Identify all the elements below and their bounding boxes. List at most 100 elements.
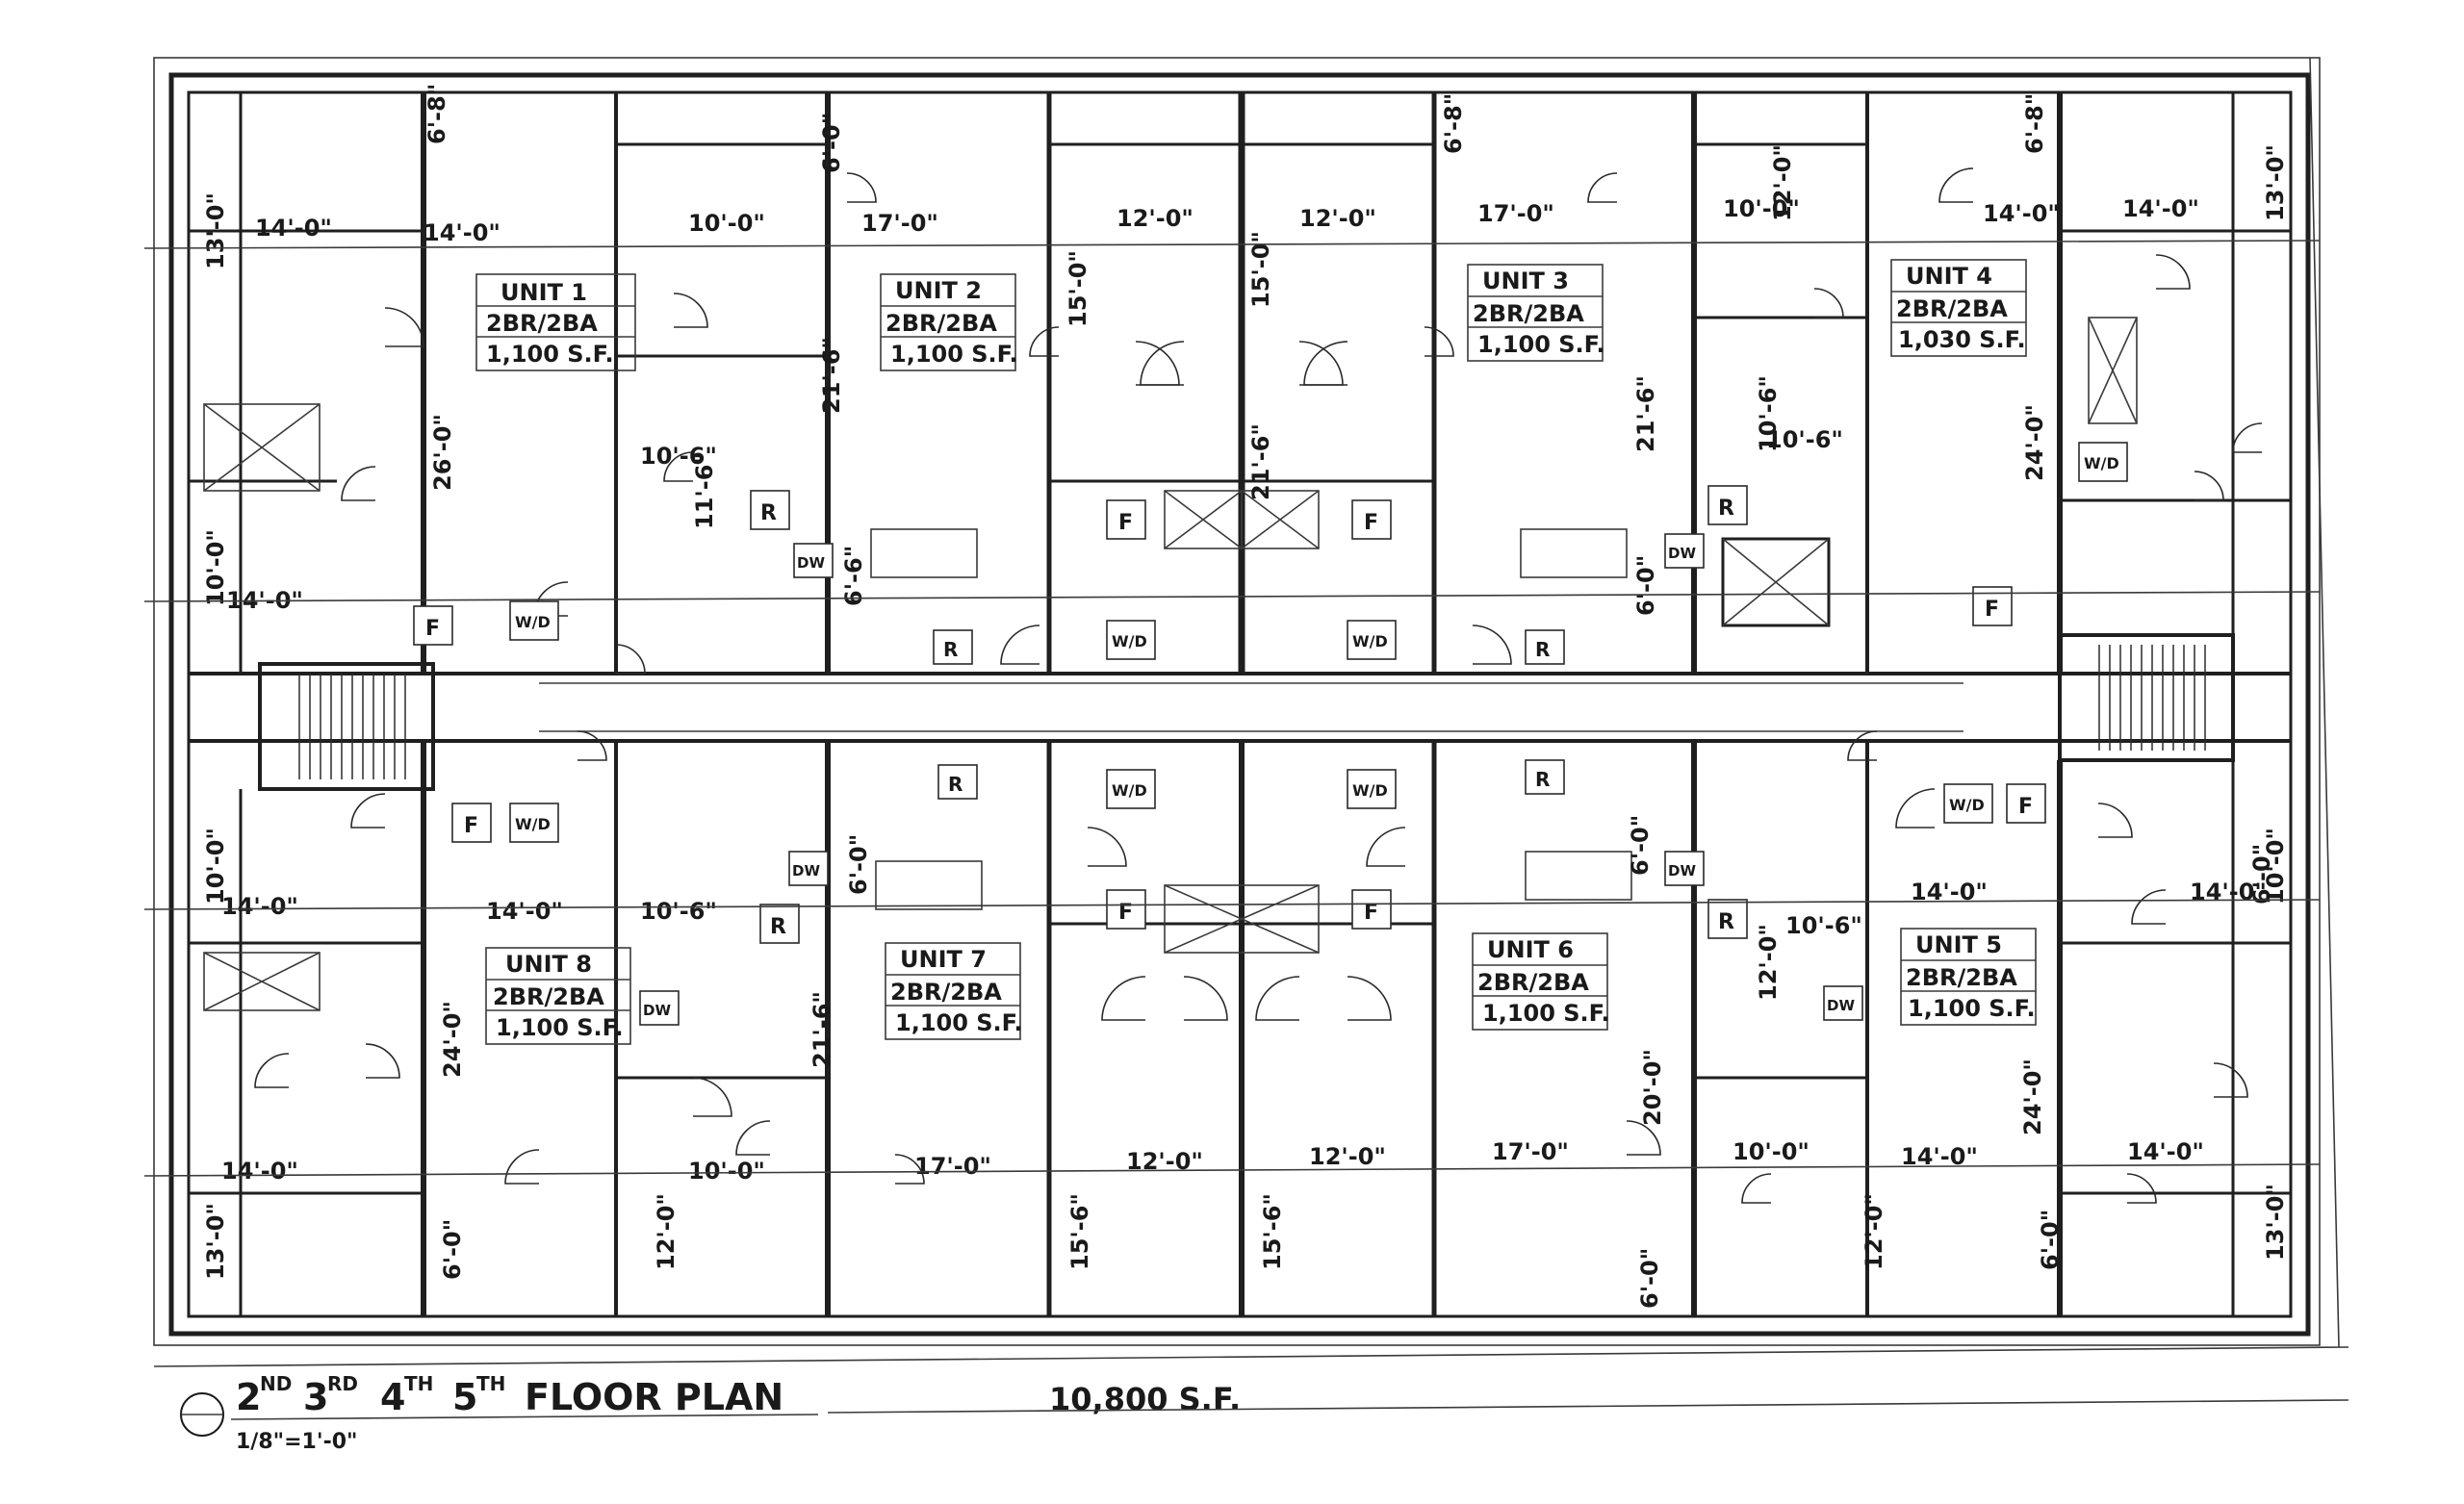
plan-area: 10,800 S.F. (1049, 1381, 1241, 1417)
dim-label: 15'-6" (1066, 1193, 1093, 1270)
dim-label: 21'-6" (1247, 423, 1274, 500)
unit-name: UNIT 8 (505, 951, 592, 978)
dim-label: 13'-0" (2262, 144, 2289, 221)
unit-label-6: UNIT 6 2BR/2BA 1,100 S.F. (1472, 932, 1610, 1031)
door-swing (2126, 1173, 2157, 1204)
dim-label: 14'-0" (486, 898, 563, 925)
dim-label: 15'-6" (1259, 1193, 1286, 1270)
door-swing (1626, 1120, 1661, 1156)
door-swing (615, 644, 646, 675)
dim-label: 17'-0" (861, 210, 938, 237)
fixture-r: R (750, 490, 790, 530)
svg-text:DW: DW (1827, 997, 1855, 1014)
fixture-f: F (1106, 499, 1146, 540)
dimensions-top: 14'-0" 14'-0" 10'-0" 17'-0" 12'-0" 12'-0… (226, 195, 2199, 614)
plan-title-part: 5 (452, 1376, 477, 1418)
unit-name: UNIT 5 (1915, 931, 2002, 958)
door-swing (365, 1043, 400, 1079)
dim-label: 10'-0" (1723, 195, 1800, 222)
fixture-wd: W/D (509, 803, 559, 843)
dim-label: 14'-0" (2127, 1138, 2204, 1165)
unit-name: UNIT 1 (500, 279, 587, 306)
dim-label: 6'-0" (1632, 555, 1659, 616)
dim-label: 6'-8" (1440, 93, 1467, 154)
dim-label: 10'-0" (688, 210, 765, 237)
door-swing (2213, 1062, 2248, 1098)
plan-title-part: RD (327, 1372, 358, 1395)
svg-text:F: F (1985, 598, 1999, 622)
dim-label: 21'-6" (1632, 375, 1659, 452)
title-block: 2 ND 3 RD 4 TH 5 TH FLOOR PLAN 1/8"=1'-0… (180, 1372, 2349, 1454)
svg-text:R: R (1718, 910, 1734, 934)
fixture-r: R (1525, 629, 1565, 665)
unit-area: 1,100 S.F. (1477, 331, 1605, 358)
svg-text:W/D: W/D (1352, 632, 1388, 650)
dim-label: 14'-0" (2122, 195, 2199, 222)
svg-text:DW: DW (1668, 862, 1696, 879)
svg-text:R: R (948, 773, 962, 796)
unit-type: 2BR/2BA (1477, 969, 1589, 996)
door-swing (1813, 288, 1844, 319)
dim-label: 6'-0" (439, 1219, 466, 1280)
svg-text:DW: DW (643, 1002, 671, 1019)
dim-label: 12'-0" (1769, 144, 1796, 221)
dimension-lines (143, 240, 2321, 1177)
dimensions-bottom: 14'-0" 14'-0" 10'-0" 17'-0" 12'-0" 12'-0… (221, 879, 2267, 1185)
door-swing (350, 793, 386, 828)
fixture-r: R (1707, 899, 1748, 939)
unit-area: 1,100 S.F. (486, 341, 614, 368)
plan-title-part: FLOOR PLAN (525, 1376, 783, 1418)
door-swing (1087, 827, 1127, 867)
door-swing (2155, 254, 2191, 290)
kitchen-islands (870, 528, 1632, 910)
unit-type: 2BR/2BA (1473, 300, 1584, 327)
fixture-wd: W/D (1347, 620, 1397, 660)
door-swing (663, 451, 694, 482)
unit-type: 2BR/2BA (1906, 964, 2017, 991)
unit-area: 1,100 S.F. (1908, 995, 2036, 1022)
door-swing (1298, 341, 1344, 386)
door-swing (894, 1154, 925, 1185)
fixture-r: R (933, 629, 973, 665)
plan-title-part: 4 (380, 1376, 405, 1418)
svg-text:F: F (2018, 795, 2033, 819)
central-corridor (189, 672, 2291, 743)
dim-label: 6'-0" (845, 834, 872, 895)
door-swing (1741, 1173, 1772, 1204)
fixture-dw: DW (793, 543, 834, 578)
fixture-wd: W/D (1106, 620, 1156, 660)
dim-label: 6'-0" (2248, 844, 2275, 905)
unit-label-7: UNIT 7 2BR/2BA 1,100 S.F. (885, 942, 1023, 1040)
dim-label: 21'-6" (808, 991, 835, 1068)
fixture-dw: DW (1823, 985, 1863, 1021)
door-swing (1347, 976, 1392, 1021)
unit-type: 2BR/2BA (1896, 295, 2008, 322)
door-swing (692, 1077, 732, 1117)
plan-title-part: TH (476, 1372, 505, 1395)
dim-label: 13'-0" (2262, 1184, 2289, 1261)
dim-label: 10'-0" (1732, 1138, 1810, 1165)
plan-title-part: 2 (236, 1376, 261, 1418)
unit-label-2: UNIT 2 2BR/2BA 1,100 S.F. (880, 273, 1018, 371)
dim-label: 15'-0" (1065, 250, 1091, 327)
svg-text:W/D: W/D (1112, 632, 1147, 650)
svg-text:W/D: W/D (2084, 454, 2119, 472)
fixture-dw: DW (1664, 851, 1705, 886)
unit-name: UNIT 3 (1482, 268, 1569, 294)
unit-label-3: UNIT 3 2BR/2BA 1,100 S.F. (1467, 264, 1605, 362)
dim-label: 10'-6" (1755, 375, 1782, 452)
door-swing (1895, 788, 1936, 828)
door-swing (673, 293, 708, 328)
dim-label: 10'-6" (640, 898, 717, 925)
plan-title-part: 3 (303, 1376, 328, 1418)
svg-text:DW: DW (792, 862, 820, 879)
unit-name: UNIT 2 (895, 277, 982, 304)
dim-label: 10'-6" (640, 443, 717, 470)
dim-label: 20'-0" (1639, 1049, 1666, 1126)
dim-label: 21'-6" (818, 337, 845, 414)
dim-label: 14'-0" (221, 1158, 298, 1185)
svg-text:DW: DW (1668, 545, 1696, 562)
fixture-f: F (1351, 889, 1392, 930)
dim-label: 12'-0" (1861, 1193, 1887, 1270)
